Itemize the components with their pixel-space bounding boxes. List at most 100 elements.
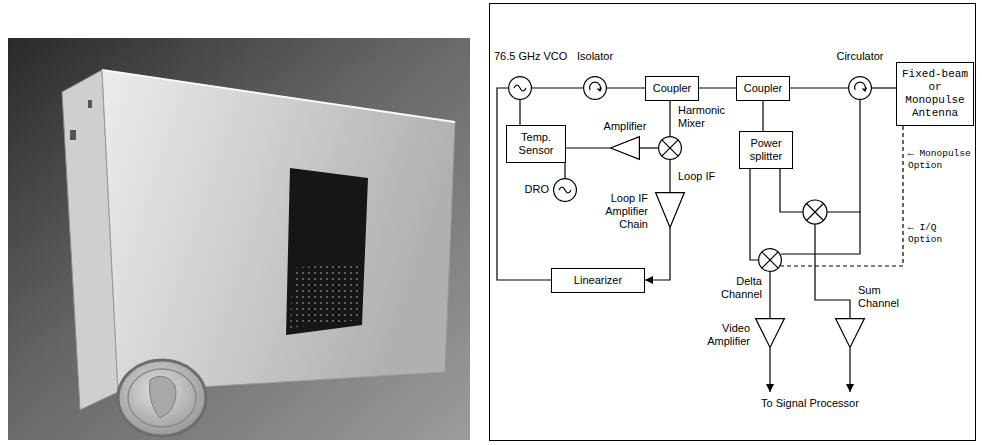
mixer-symbol — [658, 136, 682, 160]
output-arrow — [849, 348, 850, 392]
splitter-box: Power splitter — [739, 131, 793, 169]
amplifier-chain — [655, 192, 685, 228]
connector — [790, 87, 848, 88]
coin — [118, 360, 206, 436]
amplifier-chain: Loop IF Amplifier Chain — [655, 192, 685, 228]
connector — [780, 126, 903, 266]
symbol-label: DRO — [525, 183, 549, 196]
symbol-label: 76.5 GHz VCO — [494, 50, 567, 63]
symbol-mark — [762, 252, 779, 269]
isolator-symbol — [583, 76, 607, 100]
dro-oscillator: DRO — [553, 178, 577, 202]
box-label: Power splitter — [744, 137, 788, 163]
symbol-circle — [759, 249, 782, 272]
box-label: Fixed-beam or Monopulse Antenna — [901, 68, 969, 120]
mixer-symbol — [758, 248, 782, 272]
symbol-label: Amplifier — [604, 120, 647, 133]
mixer-circle — [803, 200, 827, 224]
coin-rim — [128, 369, 196, 427]
symbol-circle — [554, 179, 577, 202]
antenna-panel — [286, 168, 368, 335]
amplifier-symbol — [755, 318, 785, 348]
module-mark — [70, 130, 76, 140]
mixer-cross — [807, 204, 824, 221]
coupler-box: Coupler — [645, 76, 699, 101]
connector — [872, 87, 896, 88]
circulator-symbol: Circulator — [848, 76, 872, 100]
connector — [669, 101, 670, 137]
isolator-symbol: Isolator — [583, 76, 607, 100]
symbol-label: Delta Channel — [716, 275, 762, 301]
amplifier-symbol: Amplifier — [610, 136, 640, 160]
triangle-symbol — [756, 319, 785, 348]
module-edge — [102, 70, 455, 122]
symbol-mark — [590, 82, 602, 91]
rf-wire — [827, 95, 860, 212]
box-label: Linearizer — [556, 274, 640, 287]
sum-wire — [815, 224, 850, 318]
box-label: Temp. Sensor — [511, 131, 561, 157]
triangle-symbol — [656, 193, 685, 228]
symbol-mark — [662, 140, 679, 157]
symbol-circle — [509, 77, 532, 100]
connector — [750, 169, 758, 260]
mixer-symbol: Harmonic Mixer — [658, 136, 682, 160]
connector — [497, 88, 551, 280]
symbol-label: Loop IF Amplifier Chain — [594, 192, 648, 231]
connector — [640, 147, 658, 148]
symbol-circle — [584, 77, 607, 100]
dro-oscillator — [553, 178, 577, 202]
output-arrow — [769, 348, 770, 392]
connector — [565, 148, 610, 178]
module-mark — [88, 100, 92, 108]
vco-oscillator — [508, 76, 532, 100]
connector — [607, 87, 645, 88]
triangle-symbol — [836, 319, 865, 348]
symbol-label: Sum Channel — [858, 284, 906, 310]
amplifier-symbol — [610, 136, 640, 160]
sensor-box: Temp. Sensor — [506, 125, 566, 163]
symbol-circle — [659, 137, 682, 160]
panel-frame — [490, 4, 976, 441]
box-label: Coupler — [741, 82, 785, 95]
triangle-symbol — [611, 137, 640, 160]
connector — [699, 87, 736, 88]
vco-oscillator: 76.5 GHz VCO — [508, 76, 532, 100]
option-note: ← I/Q Option — [908, 222, 974, 246]
circulator-symbol — [848, 76, 872, 100]
connector — [762, 101, 763, 132]
photo-background — [8, 38, 470, 440]
coupler-box: Coupler — [736, 76, 790, 101]
connector-group — [497, 88, 903, 318]
symbol-label: Harmonic Mixer — [678, 104, 738, 130]
mixer-symbol — [803, 200, 827, 224]
signal-label: Loop IF — [678, 170, 715, 183]
antenna-box: Fixed-beam or Monopulse Antenna — [896, 62, 974, 126]
coin-profile — [150, 376, 176, 418]
symbol-circle — [849, 77, 872, 100]
connector — [519, 100, 520, 125]
connector — [669, 160, 670, 192]
option-note: ← Monopulse Option — [908, 148, 974, 172]
symbol-mark — [855, 82, 867, 91]
connector — [645, 228, 670, 280]
linearizer-box: Linearizer — [551, 268, 645, 293]
amplifier-symbol: Video Amplifier — [755, 318, 785, 348]
connector — [769, 272, 770, 318]
symbol-mark — [514, 85, 526, 91]
symbol-label: Isolator — [577, 50, 613, 63]
connector — [532, 87, 583, 88]
symbol-label: Circulator — [836, 50, 883, 63]
mixer-symbol: Delta Channel — [758, 248, 782, 272]
output-label: To Signal Processor — [761, 397, 859, 410]
amplifier-symbol: Sum Channel — [835, 318, 865, 348]
antenna-array — [290, 262, 362, 328]
symbol-mark — [559, 187, 571, 193]
symbol-label: Video Amplifier — [698, 322, 750, 348]
module-front — [102, 70, 455, 392]
amplifier-symbol — [835, 318, 865, 348]
box-label: Coupler — [650, 82, 694, 95]
